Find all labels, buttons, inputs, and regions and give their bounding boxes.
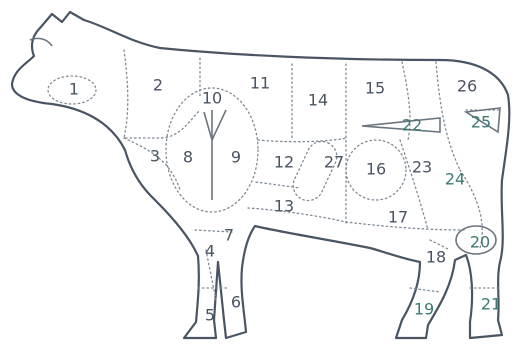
region-label-24: 24 (445, 170, 465, 189)
region-label-14: 14 (308, 91, 328, 110)
region-label-11: 11 (250, 74, 270, 93)
region-label-17: 17 (388, 208, 408, 227)
region-label-1: 1 (69, 80, 79, 99)
region-label-22: 22 (402, 116, 422, 135)
region-label-10: 10 (202, 89, 222, 108)
region-label-16: 16 (366, 160, 386, 179)
region-label-9: 9 (231, 148, 241, 167)
region-label-15: 15 (365, 79, 385, 98)
region-label-3: 3 (150, 147, 160, 166)
region-label-18: 18 (426, 248, 446, 267)
region-label-25: 25 (471, 113, 491, 132)
region-label-20: 20 (470, 233, 490, 252)
region-label-23: 23 (412, 158, 432, 177)
region-label-5: 5 (205, 306, 215, 325)
region-label-8: 8 (183, 148, 193, 167)
region-label-13: 13 (274, 197, 294, 216)
region-label-27: 27 (324, 153, 344, 172)
region-label-21: 21 (481, 295, 501, 314)
region-label-7: 7 (224, 226, 234, 245)
region-label-2: 2 (153, 76, 163, 95)
region-label-6: 6 (231, 293, 241, 312)
region-label-26: 26 (457, 77, 477, 96)
region-label-19: 19 (414, 300, 434, 319)
region-label-4: 4 (205, 242, 215, 261)
region-label-12: 12 (274, 153, 294, 172)
cow-body-outline (12, 12, 509, 338)
